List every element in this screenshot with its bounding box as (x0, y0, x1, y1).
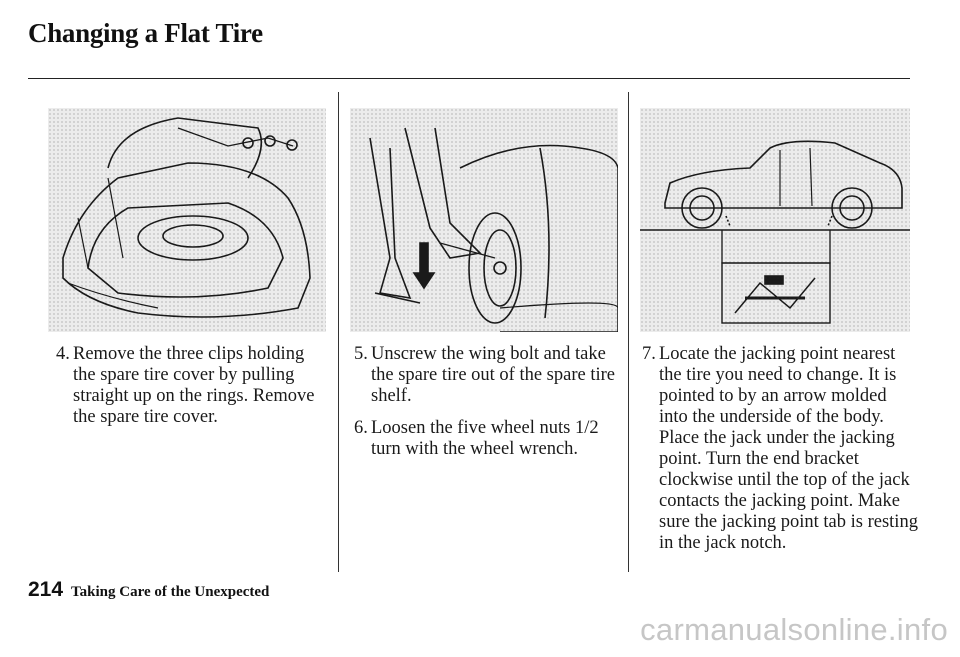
illustration-jacking-point (640, 108, 910, 332)
step-6-number: 6. (354, 418, 368, 438)
page-footer: 214 Taking Care of the Unexpected (28, 578, 269, 602)
step-7: 7. Locate the jacking point nearest the … (642, 344, 918, 554)
column-divider-2 (628, 92, 629, 572)
step-7-number: 7. (642, 344, 656, 364)
step-7-text: Locate the jacking point nearest the tir… (659, 344, 918, 553)
page-number: 214 (28, 578, 64, 601)
step-4: 4. Remove the three clips holding the sp… (56, 344, 328, 428)
title-rule (28, 78, 910, 79)
step-6-text: Loosen the five wheel nuts 1/2 turn with… (371, 418, 599, 459)
step-5-number: 5. (354, 344, 368, 364)
step-4-number: 4. (56, 344, 70, 364)
page-title: Changing a Flat Tire (28, 18, 263, 48)
section-name: Taking Care of the Unexpected (71, 584, 270, 600)
column-divider-1 (338, 92, 339, 572)
illustration-trunk-spare-tire (48, 108, 326, 332)
step-5: 5. Unscrew the wing bolt and take the sp… (354, 344, 616, 407)
illustration-loosening-wheel-nuts (350, 108, 618, 332)
watermark: carmanualsonline.info (640, 612, 948, 647)
step-5-text: Unscrew the wing bolt and take the spare… (371, 344, 615, 406)
step-6: 6. Loosen the five wheel nuts 1/2 turn w… (354, 418, 616, 460)
step-4-text: Remove the three clips holding the spare… (73, 344, 315, 427)
